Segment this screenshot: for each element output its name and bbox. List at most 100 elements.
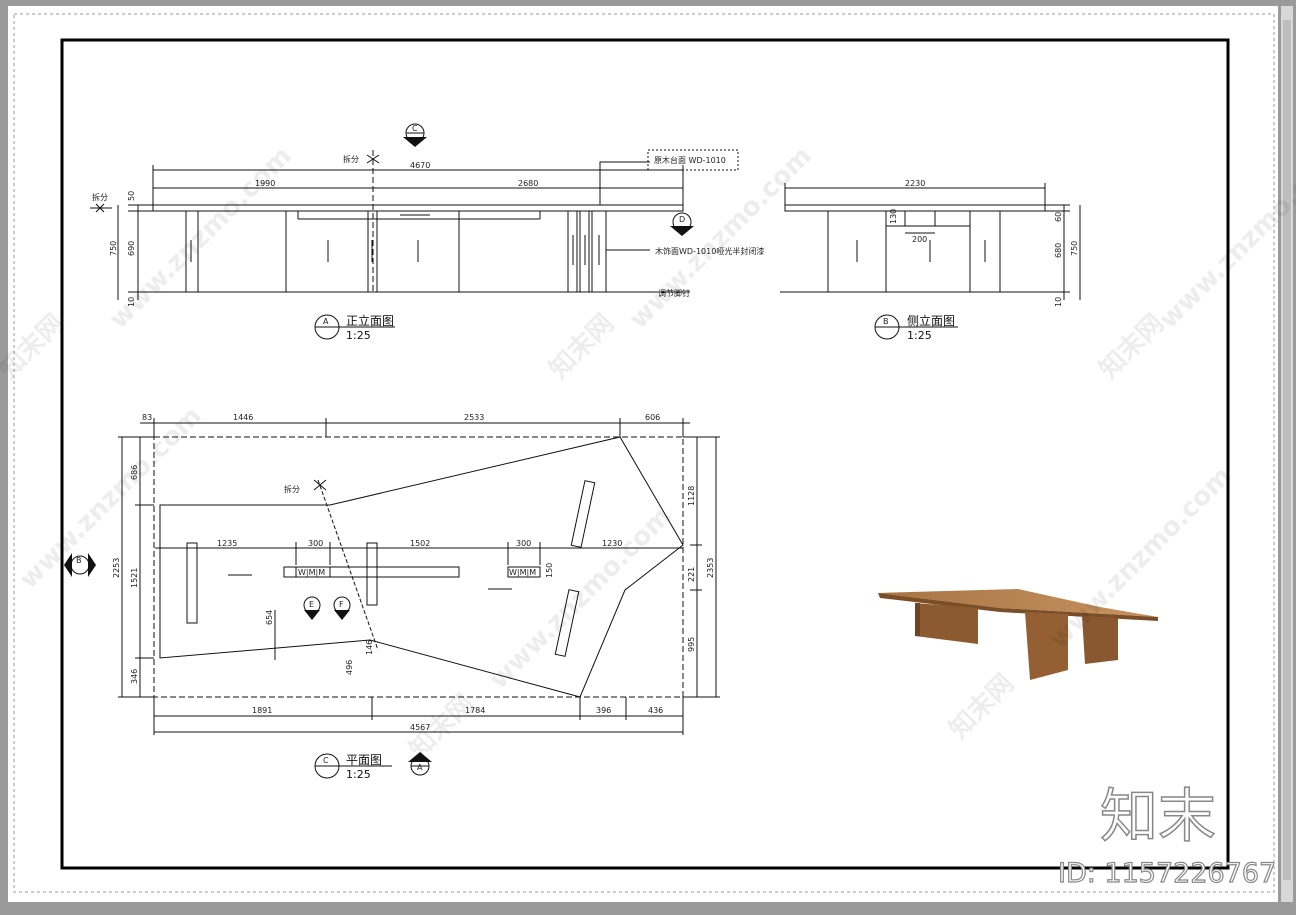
side-dim-v-total: 750 <box>1070 241 1079 256</box>
plan-dim-inner-4: 1230 <box>602 539 622 548</box>
svg-text:F: F <box>339 600 344 609</box>
plan-dim-inner-v-0: 654 <box>265 610 274 625</box>
front-dim-v-bottom: 10 <box>127 297 136 307</box>
front-dim-text: 4670 1990 2680 50 690 10 750 拆分 拆分 <box>92 154 538 307</box>
svg-text:D: D <box>679 215 685 224</box>
plan-slot <box>283 566 460 578</box>
id-watermark: ID: 1157226767 <box>1058 858 1276 889</box>
plan-dim-inner-v-1: 496 <box>345 660 354 675</box>
render-leg-back-left <box>915 603 978 644</box>
plan-dim-bottom-3: 436 <box>648 706 663 715</box>
plan-dim-top-3: 606 <box>645 413 660 422</box>
side-dim-inner-v: 130 <box>889 209 898 224</box>
marker-e: E <box>303 596 321 620</box>
plan-dim-bottom-2: 396 <box>596 706 611 715</box>
plan-split-symbol <box>313 479 327 491</box>
slot-label-right: W|M|M <box>507 566 541 578</box>
plan-leg-3 <box>570 480 596 548</box>
plan-dim-text: 83 1446 2533 606 1891 1784 396 436 4567 … <box>112 413 715 732</box>
plan-dim-inner-3: 300 <box>516 539 531 548</box>
plan-dim-inner-1: 300 <box>308 539 323 548</box>
plan-leg-4 <box>554 589 580 657</box>
section-marker-b-plan: B <box>64 553 96 577</box>
paper-dashed-edge <box>13 13 1275 893</box>
plan-bounding-box <box>153 436 684 698</box>
side-dim-v-mid: 680 <box>1054 243 1063 258</box>
plan-dim-bottom-total: 4567 <box>410 723 430 732</box>
plan-dim-left-0: 686 <box>130 465 139 480</box>
plan-leg-2 <box>366 542 378 606</box>
slot-label-left: W|M|M <box>295 566 331 578</box>
svg-text:侧立面图: 侧立面图 <box>907 313 955 328</box>
front-dim-v-top: 50 <box>127 191 136 201</box>
plan-dim-inner-2: 1502 <box>410 539 430 548</box>
plan-dim-right-total: 2353 <box>706 558 715 578</box>
front-split-left: 拆分 <box>92 192 108 202</box>
plan-tabletop-outline <box>159 436 684 698</box>
front-split-top: 拆分 <box>343 154 359 164</box>
svg-text:C: C <box>412 124 418 133</box>
plan-view <box>118 418 720 735</box>
plan-dim-top-1: 1446 <box>233 413 253 422</box>
svg-text:A: A <box>417 763 423 772</box>
render-top <box>878 589 1158 617</box>
svg-text:1:25: 1:25 <box>346 768 371 781</box>
svg-text:平面图: 平面图 <box>346 753 382 767</box>
marker-f: F <box>333 596 351 620</box>
plan-split-label: 拆分 <box>284 484 300 494</box>
front-dim-right: 2680 <box>518 179 538 188</box>
plan-dim-top-2: 2533 <box>464 413 484 422</box>
plan-dim-right-1: 221 <box>687 567 696 582</box>
side-dim-width: 2230 <box>905 179 925 188</box>
front-dim-total: 4670 <box>410 161 430 170</box>
svg-text:W|M|M: W|M|M <box>298 568 325 577</box>
paper <box>8 6 1278 902</box>
plan-dim-right-2: 995 <box>687 637 696 652</box>
svg-text:E: E <box>309 600 314 609</box>
svg-text:原木台面 WD-1010: 原木台面 WD-1010 <box>654 155 726 165</box>
drawing-frame <box>60 38 1230 870</box>
plan-view-title: C 平面图 1:25 <box>314 753 392 781</box>
plan-dim-left-total: 2253 <box>112 558 121 578</box>
svg-text:正立面图: 正立面图 <box>346 313 394 328</box>
plan-leg-1 <box>186 542 198 624</box>
split-symbol-top <box>366 154 380 164</box>
svg-text:1:25: 1:25 <box>907 329 932 342</box>
front-view-title: A 正立面图 1:25 <box>314 313 395 342</box>
side-dim-v-top: 60 <box>1054 212 1063 222</box>
side-dim-text: 2230 200 130 60 680 10 750 <box>889 179 1079 307</box>
callout-side-finish: 木饰面WD-1010哑光半封闭漆 <box>655 246 764 256</box>
svg-text:C: C <box>323 756 329 765</box>
svg-text:W|M|M: W|M|M <box>509 568 536 577</box>
front-elevation <box>90 150 690 300</box>
render-leg-front-left <box>1025 612 1068 680</box>
svg-text:1:25: 1:25 <box>346 329 371 342</box>
plan-dim-inner-v-2: 146 <box>365 640 374 655</box>
svg-text:A: A <box>323 317 329 326</box>
plan-dim-bottom-1: 1784 <box>465 706 485 715</box>
svg-text:B: B <box>883 317 889 326</box>
render-leg-front-right <box>1082 616 1118 664</box>
plan-dim-left-1: 1521 <box>130 568 139 588</box>
plan-dim-inner-v-3: 150 <box>545 563 554 578</box>
side-dim-v-bottom: 10 <box>1054 297 1063 307</box>
table-render <box>878 589 1158 680</box>
section-marker-c-top: C <box>403 123 427 147</box>
side-view-title: B 侧立面图 1:25 <box>874 313 958 342</box>
plan-dim-left-2: 346 <box>130 669 139 684</box>
section-marker-a-plan: A <box>408 752 432 776</box>
scrollbar-thumb[interactable] <box>1283 20 1291 880</box>
plan-dim-bottom-0: 1891 <box>252 706 272 715</box>
side-elevation <box>780 183 1081 300</box>
callout-feet: 调节脚钉 <box>658 288 690 298</box>
front-dim-v-total: 750 <box>109 241 118 256</box>
section-marker-d: D <box>670 212 694 236</box>
plan-dim-top-0: 83 <box>142 413 152 422</box>
side-dim-inner: 200 <box>912 235 927 244</box>
logo-watermark: 知末 <box>1100 782 1216 850</box>
svg-text:B: B <box>76 556 82 565</box>
front-dim-left: 1990 <box>255 179 275 188</box>
plan-dim-right-0: 1128 <box>687 486 696 506</box>
